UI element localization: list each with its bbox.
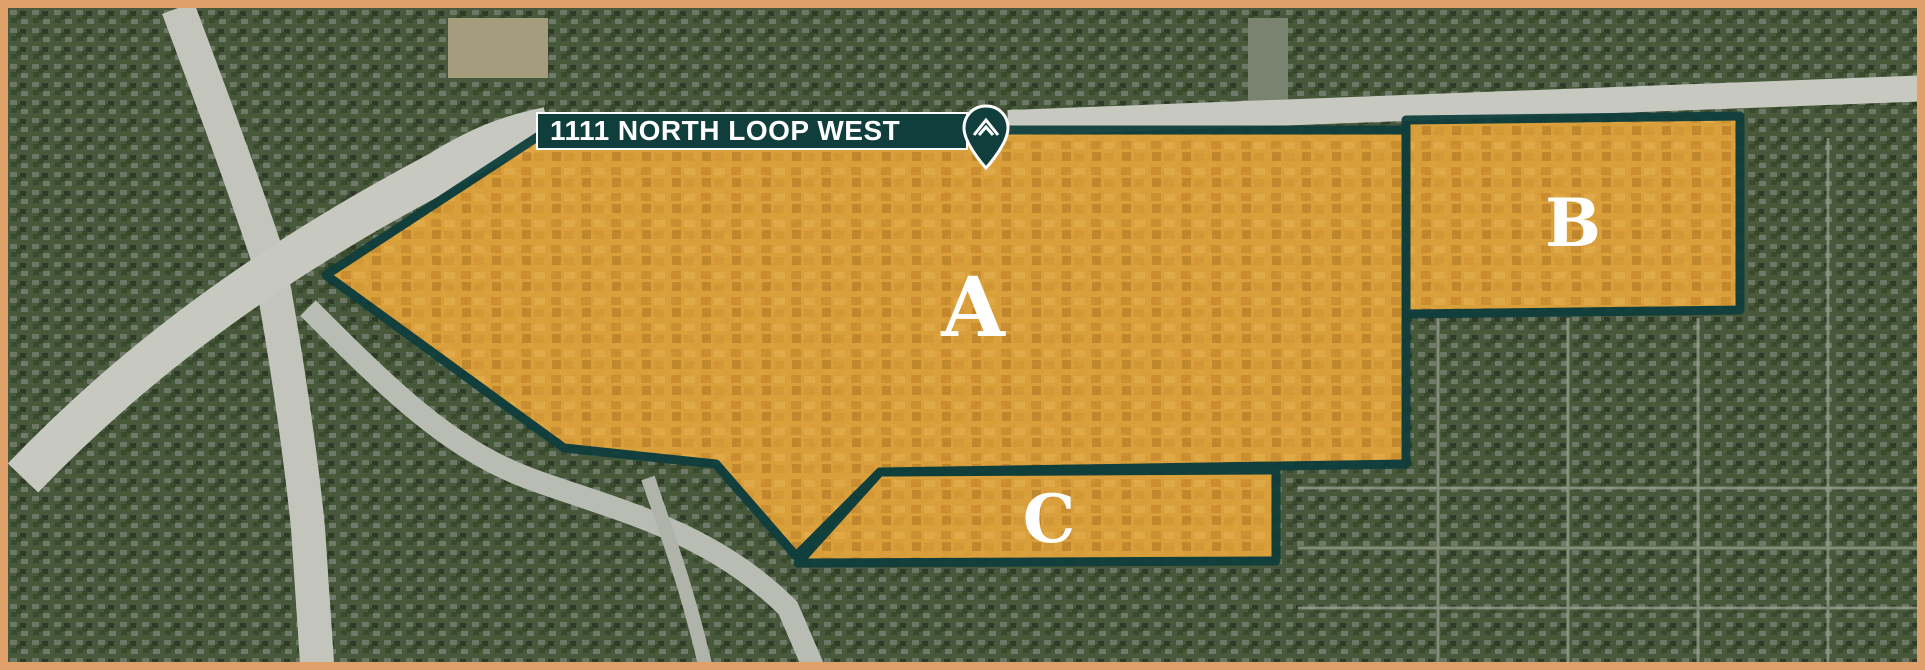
map-pin-icon[interactable]: [961, 104, 1011, 170]
street-grid: [1298, 138, 1917, 662]
zone-c-area: [793, 465, 1281, 568]
freeway: [1007, 75, 1917, 136]
zone-a-letter: A: [940, 260, 1006, 356]
frontage-road: [641, 475, 712, 662]
commercial-strip: [448, 18, 548, 78]
chevron-logo-icon: [972, 117, 1000, 136]
zone-b-area: [1401, 111, 1745, 319]
commercial-strip: [1248, 18, 1288, 108]
freeway: [8, 107, 553, 493]
freeway: [300, 300, 824, 662]
location-label: 1111 NORTH LOOP WEST: [536, 112, 969, 150]
zone-c-letter: C: [1023, 480, 1076, 558]
zone-b-letter: B: [1545, 184, 1601, 262]
